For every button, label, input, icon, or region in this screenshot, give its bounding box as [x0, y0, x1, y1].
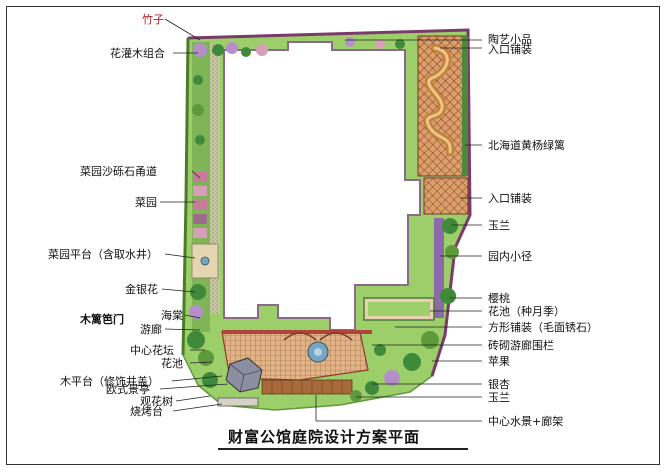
euonymus-hedge	[462, 36, 468, 176]
label-magnolia-2: 玉兰	[488, 391, 510, 404]
label-fence-gate: 木篱笆门	[80, 313, 124, 326]
label-inner-path: 园内小径	[488, 250, 532, 263]
label-pottery: 陶艺小品	[488, 33, 532, 46]
label-brick-rail: 砖砌游廊围栏	[488, 339, 554, 352]
label-water-feature: 中心水景+廊架	[488, 415, 564, 428]
label-center-bed: 中心花坛	[130, 344, 174, 357]
label-begonia: 海棠	[161, 309, 183, 322]
leader-lines-right	[315, 39, 482, 422]
drawing-frame	[6, 6, 660, 465]
brick-rail	[222, 330, 372, 334]
leader-lines-left	[159, 18, 229, 412]
label-rose-bed: 花池（种月季）	[488, 305, 565, 318]
drawing-title: 财富公馆庭院设计方案平面	[228, 428, 421, 446]
label-veg-platform: 菜园平台（含取水井）	[48, 248, 158, 261]
veg-gravel-path	[210, 44, 220, 314]
label-square-paving: 方形铺装（毛面锈石）	[488, 321, 598, 334]
label-shrubs: 花灌木组合	[110, 47, 165, 60]
label-euonymus: 北海道黄杨绿篱	[488, 139, 565, 152]
label-apple: 苹果	[488, 355, 510, 368]
veg-beds	[193, 172, 207, 238]
label-bamboo: 竹子	[142, 13, 164, 26]
wood-deck	[261, 379, 353, 395]
label-cherry: 樱桃	[488, 292, 510, 305]
label-flower-pool: 花池	[161, 357, 183, 370]
inner-path	[434, 218, 444, 318]
building-footprint	[223, 41, 421, 331]
label-ginkgo-flower: 金银花	[125, 283, 158, 296]
label-veg-path: 菜园沙砾石甬道	[80, 165, 157, 178]
bbq-counter	[217, 397, 259, 407]
label-veg-garden: 菜园	[135, 196, 157, 209]
label-wood-deck: 木平台（修饰井盖）	[60, 375, 159, 388]
title-underline	[218, 448, 468, 450]
label-bbq: 烧烤台	[130, 405, 163, 418]
label-magnolia: 玉兰	[488, 219, 510, 232]
pergola	[283, 332, 353, 341]
label-entry-paving-1: 入口铺装	[488, 43, 532, 56]
trees	[187, 37, 459, 402]
label-entry-paving-2: 入口铺装	[488, 192, 532, 205]
label-euro-pavilion: 欧式景亭	[106, 383, 150, 396]
label-gingko: 银杏	[488, 378, 510, 391]
label-corridor: 游廊	[140, 323, 162, 336]
boundary-wall	[187, 28, 472, 377]
label-flower-tree: 观花树	[140, 395, 173, 408]
entry-paving-lower	[423, 177, 469, 215]
